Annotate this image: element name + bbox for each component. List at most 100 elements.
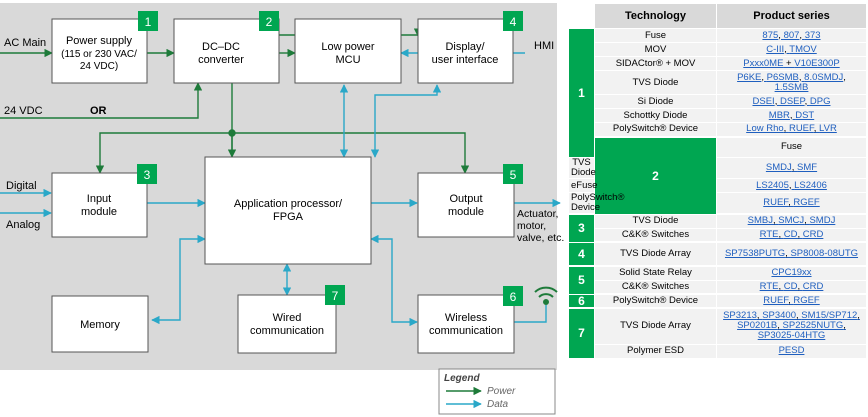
app-title: Application processor/ (234, 198, 343, 210)
product-link[interactable]: SP7538PUTG (724, 248, 786, 259)
product-link[interactable]: P6KE (737, 71, 762, 83)
product-link[interactable]: CD (783, 280, 798, 292)
product-link[interactable]: DPG (809, 95, 831, 107)
badge-5 (503, 164, 523, 184)
product-link[interactable]: 1.5SMB (774, 81, 809, 93)
product-link[interactable]: LVR (819, 123, 837, 135)
badge-3-label: 3 (144, 168, 151, 182)
product-series-cell: PESD (716, 343, 867, 359)
product-link[interactable]: SP0201B (737, 320, 778, 332)
power-supply-detail: (115 or 230 VAC/ (61, 49, 137, 60)
product-link[interactable]: C-III (766, 43, 785, 55)
actuator-label-3: valve, etc. (517, 232, 564, 244)
product-link[interactable]: SP3400 (762, 310, 796, 322)
wireless-title2: communication (429, 325, 503, 337)
mcu-title: Low power (321, 41, 375, 53)
mcu-title2: MCU (335, 54, 360, 66)
technology-cell: TVS Diode (594, 213, 717, 229)
product-link[interactable]: RUEF (763, 197, 789, 208)
product-series-cell: P6KE, P6SMB, 8.0SMDJ, 1.5SMB (716, 70, 867, 95)
product-series-cell: SMDJ, SMF (716, 157, 867, 179)
product-series-cell: DSEI, DSEP, DPG (716, 94, 867, 109)
output-title2: module (448, 206, 484, 218)
group-number-4: 4 (568, 241, 595, 267)
product-link[interactable]: Low Rho (746, 123, 784, 135)
product-link[interactable]: SP3213 (723, 310, 757, 322)
product-link[interactable]: RUEF (763, 295, 789, 306)
wired-title: Wired (273, 312, 302, 324)
product-link[interactable]: RTE (759, 228, 779, 240)
product-link[interactable]: RGEF (793, 197, 820, 208)
technology-cell: TVS Diode Array (594, 307, 717, 345)
technology-cell: eFuse (568, 178, 597, 193)
ac-main-label: AC Main (4, 37, 46, 49)
product-link[interactable]: SMDJ (765, 162, 792, 173)
product-link[interactable]: SP2525NUTG (782, 320, 844, 332)
product-series-cell: SP3213, SP3400, SM15/SP712, SP0201B, SP2… (716, 307, 867, 345)
technology-cell: Polymer ESD (594, 343, 717, 359)
or-label: OR (90, 105, 107, 117)
product-link[interactable]: LS2405 (756, 179, 789, 191)
technology-cell: PolySwitch® Device (594, 293, 717, 309)
product-link[interactable]: SP8008-08UTG (790, 248, 859, 259)
product-link[interactable]: PESD (778, 345, 805, 356)
technology-cell: C&K® Switches (594, 227, 717, 243)
product-link[interactable]: SMF (797, 162, 818, 173)
table-header-row: Technology Product series (568, 3, 867, 29)
actuator-label-2: motor, (517, 220, 546, 232)
product-link[interactable]: 373 (804, 29, 821, 41)
product-link[interactable]: CPC19xx (771, 267, 812, 279)
badge-7-label: 7 (332, 289, 339, 303)
display-block: Display/ user interface 4 (417, 11, 523, 84)
product-link[interactable]: MBR (768, 109, 790, 121)
display-title2: user interface (432, 54, 499, 66)
badge-2-label: 2 (266, 15, 273, 29)
dcdc-title: DC–DC (202, 41, 240, 53)
product-link[interactable]: LS2406 (794, 179, 827, 191)
product-link[interactable]: CRD (802, 280, 824, 292)
product-series-cell: Pxxx0ME + V10E300P (716, 56, 867, 71)
product-link[interactable]: CD (783, 228, 798, 240)
group-number-5: 5 (568, 265, 595, 295)
product-link[interactable]: SMBJ (747, 215, 774, 227)
product-link[interactable]: TMOV (789, 43, 817, 55)
badge-4-label: 4 (510, 15, 517, 29)
product-link[interactable]: 807 (783, 29, 800, 41)
product-link[interactable]: 8.0SMDJ (804, 71, 844, 83)
product-link[interactable]: SP3025-04HTG (757, 330, 826, 342)
badge-2 (259, 11, 279, 31)
product-link[interactable]: 875 (762, 29, 779, 41)
technology-cell: PolySwitch® Device (568, 192, 624, 215)
product-series-cell: MBR, DST (716, 108, 867, 123)
product-link[interactable]: DSEI (752, 95, 775, 107)
dcdc-block: DC–DC converter 2 (173, 11, 280, 84)
product-link[interactable]: V10E300P (794, 57, 840, 69)
analog-label: Analog (6, 219, 40, 231)
product-link[interactable]: RTE (759, 280, 779, 292)
product-series-cell: RTE, CD, CRD (716, 227, 867, 243)
product-link[interactable]: SMDJ (809, 215, 836, 227)
product-link[interactable]: DST (795, 109, 815, 121)
power-supply-title: Power supply (66, 35, 133, 47)
product-series-cell: CPC19xx (716, 265, 867, 281)
product-link[interactable]: CRD (802, 228, 824, 240)
product-link[interactable]: DSEP (779, 95, 805, 107)
product-link[interactable]: RGEF (793, 295, 820, 306)
product-link[interactable]: Pxxx0ME (743, 57, 784, 69)
technology-cell: MOV (594, 42, 717, 57)
group-number-7: 7 (568, 307, 595, 359)
badge-3 (137, 164, 157, 184)
product-link[interactable]: P6SMB (766, 71, 799, 83)
product-link[interactable]: RUEF (788, 123, 814, 135)
technology-cell: Schottky Diode (594, 108, 717, 123)
header-group (568, 3, 595, 29)
product-link[interactable]: SM15/SP712 (801, 310, 858, 322)
product-series-cell: RUEF, RGEF (716, 293, 867, 309)
product-link[interactable]: SMCJ (778, 215, 805, 227)
